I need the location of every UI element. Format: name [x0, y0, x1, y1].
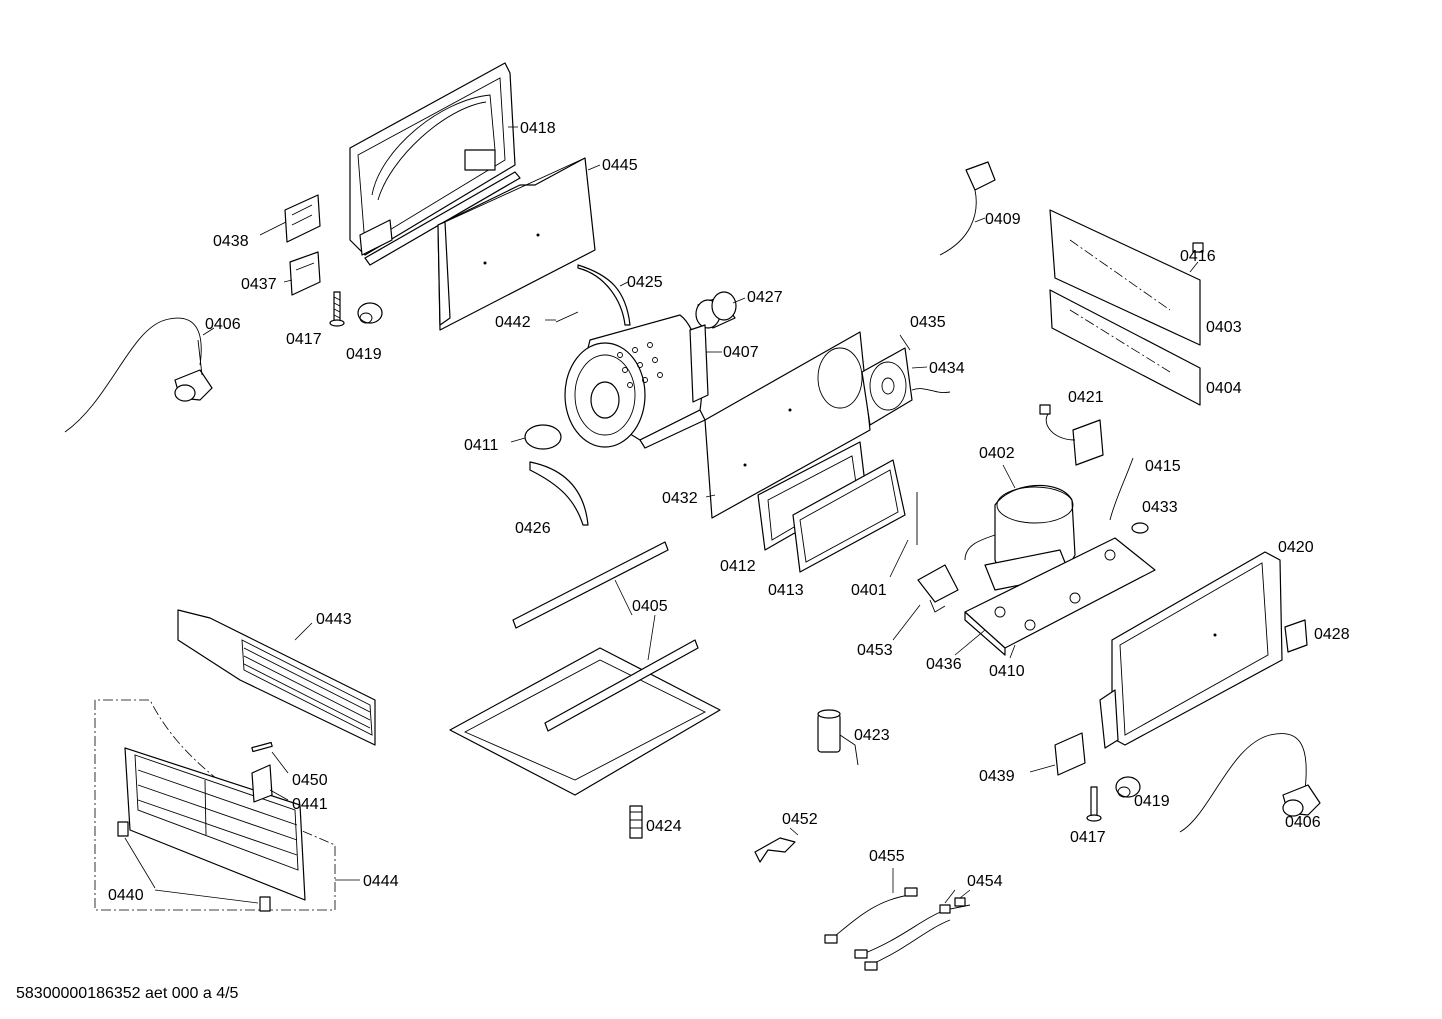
part-0415-hose	[1109, 457, 1134, 521]
part-0410-baseplate	[964, 537, 1156, 656]
label-0434: 0434	[929, 360, 965, 377]
part-0444-toekick	[94, 699, 336, 911]
label-0453: 0453	[857, 642, 893, 659]
part-0421-relay	[1039, 404, 1104, 466]
label-0404: 0404	[1206, 380, 1242, 397]
label-0427: 0427	[747, 289, 783, 306]
part-0454-harness	[854, 897, 971, 971]
label-0455: 0455	[869, 848, 905, 865]
label-0417-left: 0417	[286, 331, 322, 348]
label-0409: 0409	[985, 211, 1021, 228]
label-0445: 0445	[602, 157, 638, 174]
label-0454: 0454	[967, 873, 1003, 890]
part-0411-disc	[524, 424, 562, 450]
label-0452: 0452	[782, 811, 818, 828]
label-0437: 0437	[241, 276, 277, 293]
label-0415: 0415	[1145, 458, 1181, 475]
label-0433: 0433	[1142, 499, 1178, 516]
part-0418-frame	[349, 62, 521, 266]
label-0436: 0436	[926, 656, 962, 673]
part-0443-grille	[177, 609, 376, 746]
label-0441: 0441	[292, 796, 328, 813]
part-0420-frame	[1099, 551, 1283, 749]
part-0441-bracket	[251, 764, 273, 803]
label-0440: 0440	[108, 887, 144, 904]
part-0426-arc	[529, 461, 589, 526]
label-0410: 0410	[989, 663, 1025, 680]
part-0438-bracket	[284, 194, 321, 243]
part-0437-bracket	[289, 251, 321, 296]
part-0417-screw-left	[329, 291, 345, 327]
part-0442-rod	[555, 311, 579, 323]
label-0432: 0432	[662, 490, 698, 507]
part-0452-bracket	[754, 837, 796, 863]
part-0453-clamp	[917, 564, 959, 613]
label-0419-left: 0419	[346, 346, 382, 363]
part-0427-sleeve	[695, 291, 737, 329]
label-0418: 0418	[520, 120, 556, 137]
label-0428: 0428	[1314, 626, 1350, 643]
part-0440-clips	[117, 821, 271, 912]
part-0435-fan	[861, 347, 951, 426]
part-0450-strip	[251, 741, 273, 753]
part-labels: 0418 0445 0438 0437 0417 0419 0406 0442 …	[108, 120, 1350, 904]
part-0433-grommet	[1131, 522, 1149, 534]
label-0439: 0439	[979, 768, 1015, 785]
label-0411: 0411	[464, 437, 499, 454]
part-0409-plug	[939, 161, 996, 256]
drawing-number-footer: 58300000186352 aet 000 a 4/5	[16, 985, 239, 1002]
label-0412: 0412	[720, 558, 756, 575]
label-0424: 0424	[646, 818, 682, 835]
part-0419-foot-right	[1115, 776, 1141, 798]
part-0413-cover	[792, 459, 906, 573]
label-0443: 0443	[316, 611, 352, 628]
part-0424-clip	[629, 805, 643, 839]
part-0417-screw-right	[1086, 786, 1102, 822]
label-0426: 0426	[515, 520, 551, 537]
part-0428-switch	[1284, 619, 1308, 653]
part-0406-cable-right	[1179, 733, 1321, 833]
label-0402: 0402	[979, 445, 1015, 462]
part-0402-compressor	[964, 484, 1076, 591]
label-0435: 0435	[910, 314, 946, 331]
label-0442: 0442	[495, 314, 531, 331]
label-0416: 0416	[1180, 248, 1216, 265]
label-0421: 0421	[1068, 389, 1104, 406]
part-0416-clip	[1192, 242, 1204, 253]
part-0439-bracket	[1054, 732, 1086, 776]
label-0425: 0425	[627, 274, 663, 291]
part-0404-panel	[1049, 289, 1201, 406]
label-0417-right: 0417	[1070, 829, 1106, 846]
part-0432-panel	[704, 331, 871, 519]
part-0406-cable-left	[64, 317, 213, 433]
label-0438: 0438	[213, 233, 249, 250]
part-0419-foot-left	[357, 302, 383, 324]
part-0407-fan-housing	[564, 314, 709, 449]
part-0423-capacitor	[817, 709, 859, 766]
label-0406-right: 0406	[1285, 814, 1321, 831]
part-0455-harness	[824, 887, 918, 944]
label-0407: 0407	[723, 344, 759, 361]
label-0420: 0420	[1278, 539, 1314, 556]
label-0401: 0401	[851, 582, 887, 599]
part-0445-panel	[437, 157, 596, 331]
label-0423: 0423	[854, 727, 890, 744]
label-0444: 0444	[363, 873, 399, 890]
label-0419-right: 0419	[1134, 793, 1170, 810]
label-0413: 0413	[768, 582, 804, 599]
label-0403: 0403	[1206, 319, 1242, 336]
part-0425-shroud	[577, 264, 631, 326]
part-0403-panel	[1049, 209, 1201, 346]
part-0405-frame	[449, 541, 721, 796]
label-0450: 0450	[292, 772, 328, 789]
label-0406-left: 0406	[205, 316, 241, 333]
label-0405: 0405	[632, 598, 668, 615]
